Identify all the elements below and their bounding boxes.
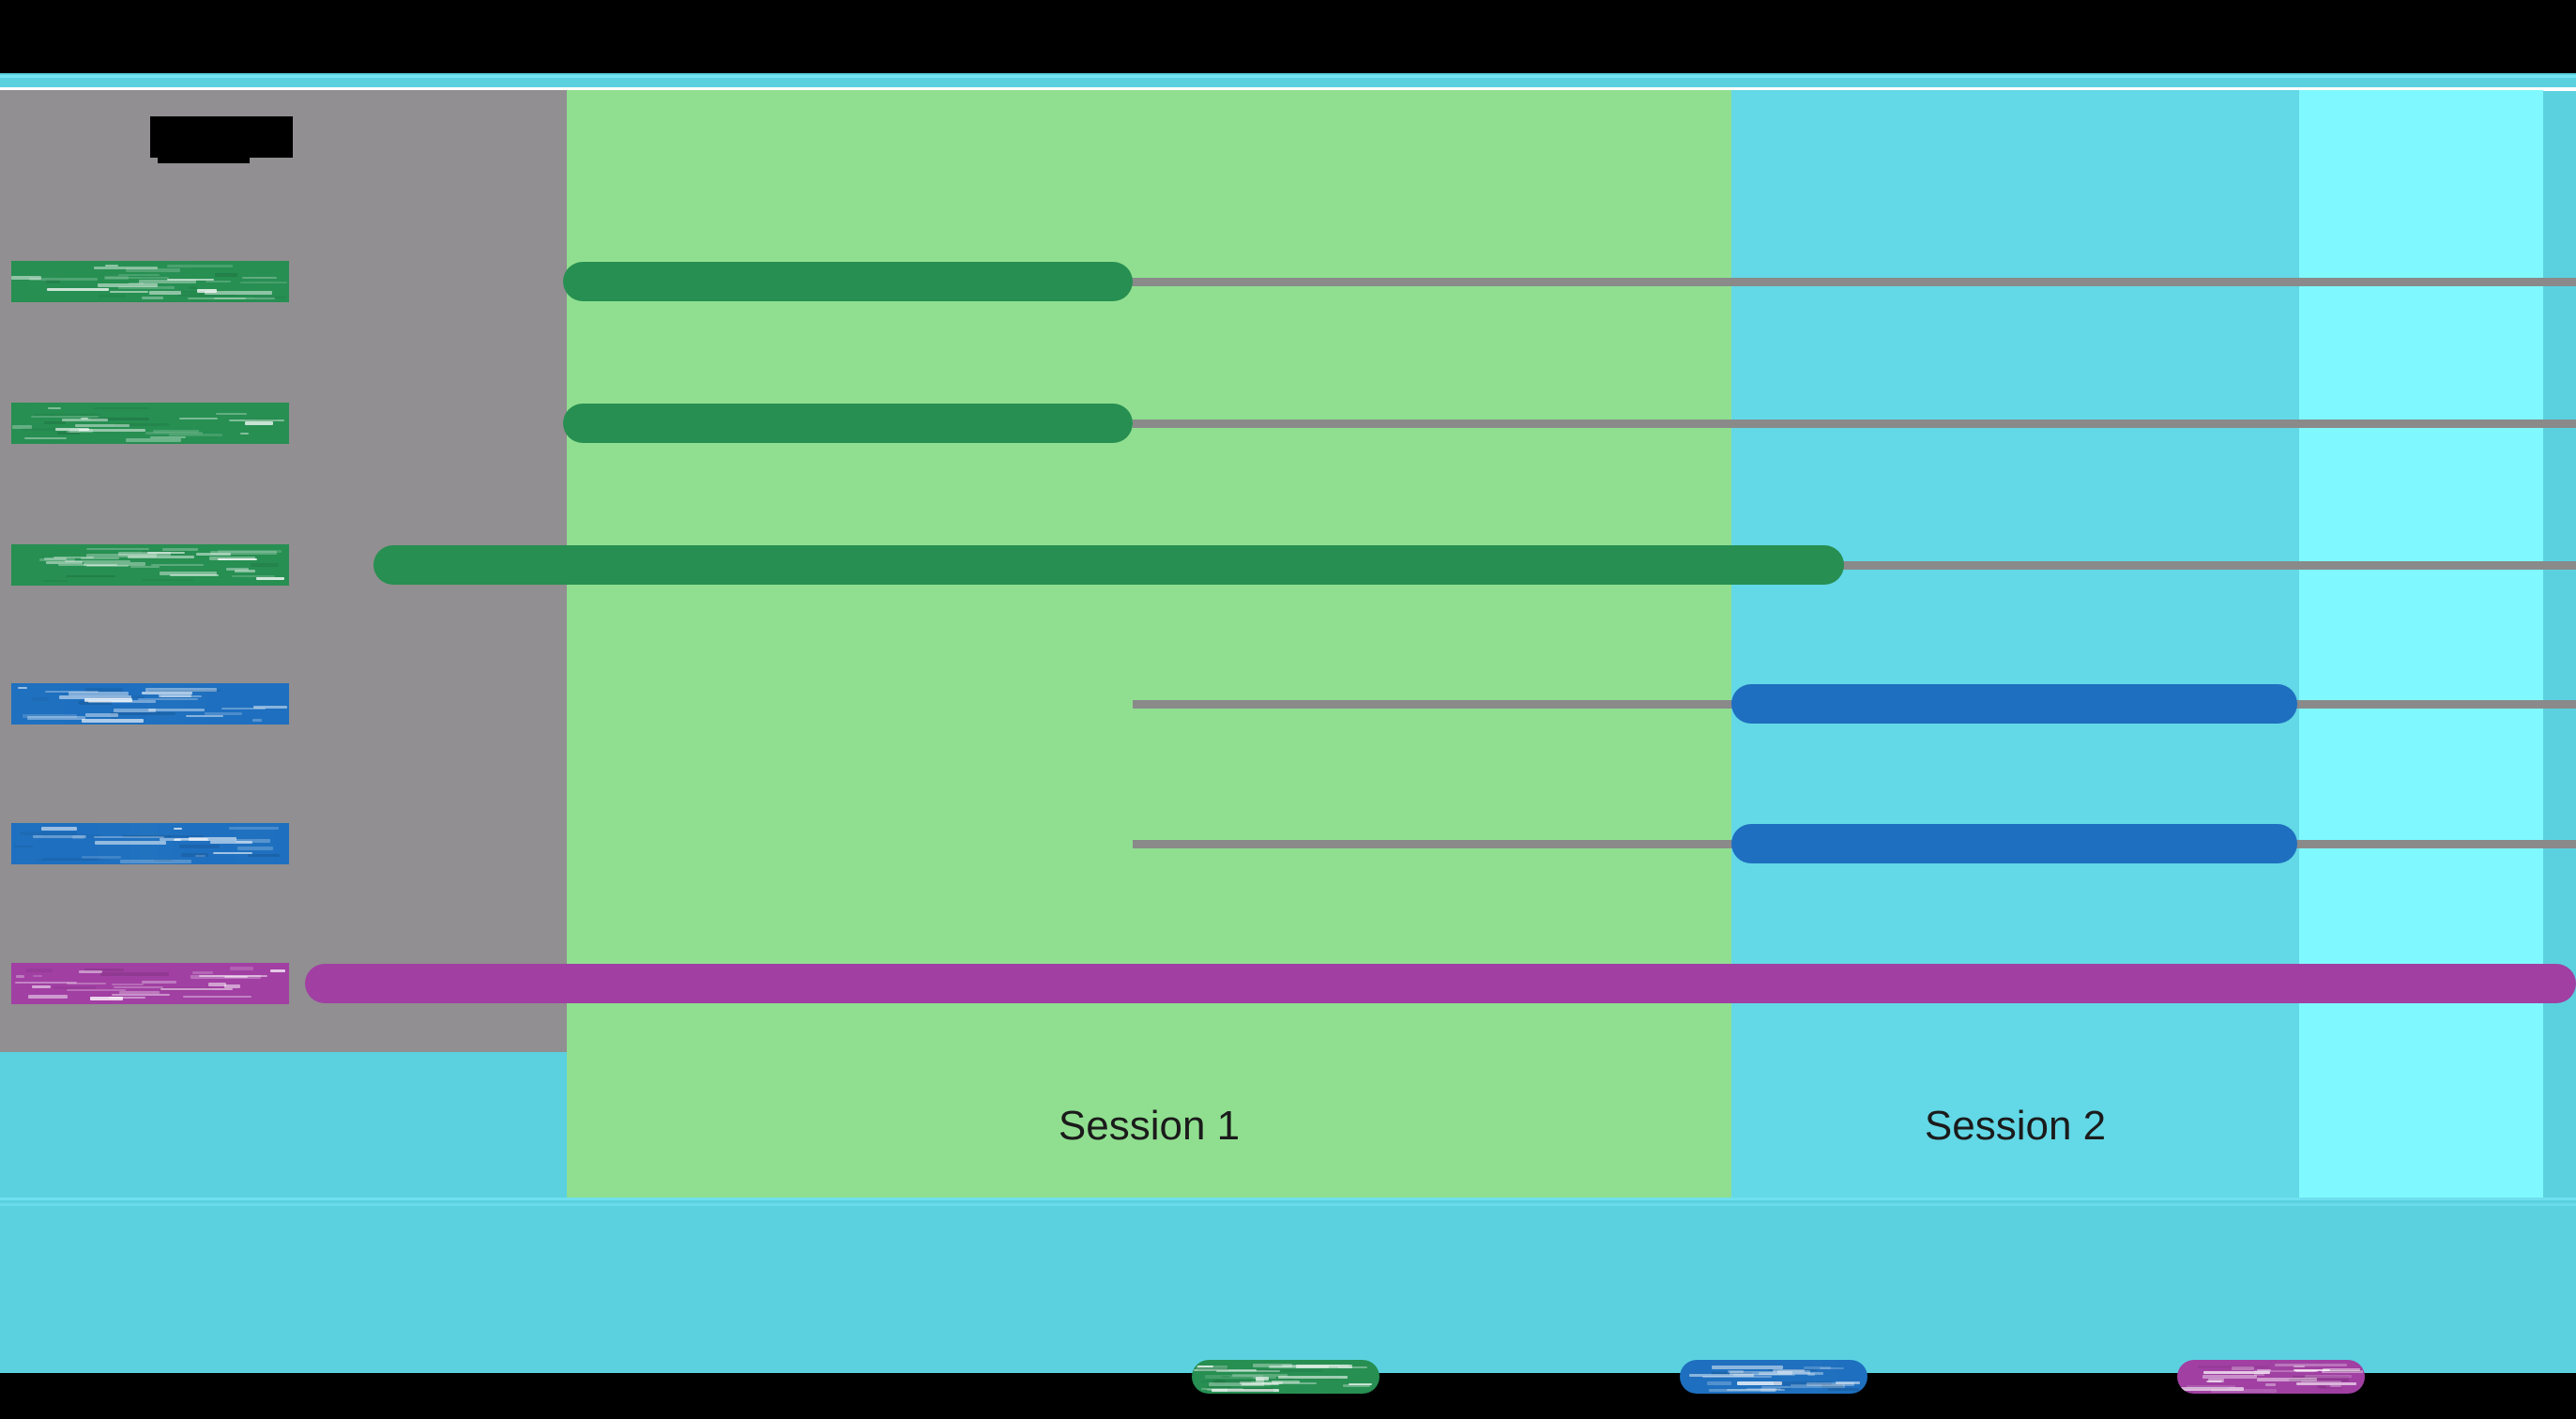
gantt-bar-6[interactable] <box>305 964 2576 1003</box>
row-label-1 <box>11 261 289 302</box>
gantt-bar-5[interactable] <box>1731 824 2297 863</box>
gantt-bar-2[interactable] <box>563 404 1133 443</box>
legend-item-2[interactable] <box>1680 1360 1867 1394</box>
session-band-3 <box>2299 90 2543 1198</box>
panel-top-rule <box>0 87 2576 91</box>
gantt-bar-4[interactable] <box>1731 684 2297 724</box>
legend-item-1[interactable] <box>1192 1360 1379 1394</box>
row-label-4 <box>11 683 289 725</box>
session-band-2 <box>1731 90 2299 1198</box>
session-band-1 <box>567 90 1731 1198</box>
row-label-3 <box>11 544 289 586</box>
figure-hairline-mid <box>0 1198 2576 1200</box>
figure-hairline-top <box>0 75 2576 78</box>
session-1-label: Session 1 <box>1058 1103 1241 1149</box>
legend <box>0 1360 2576 1397</box>
row-connector-3 <box>1133 560 2576 570</box>
figure-hairline-mid2 <box>0 1203 2576 1206</box>
legend-item-3[interactable] <box>2177 1360 2365 1394</box>
gantt-bar-1[interactable] <box>563 262 1133 301</box>
row-connector-2 <box>1133 419 2576 428</box>
row-label-2 <box>11 403 289 444</box>
session-2-label: Session 2 <box>1924 1103 2107 1149</box>
row-connector-1 <box>567 277 2576 286</box>
chart-title-redacted-tail <box>158 150 250 163</box>
gantt-bar-3[interactable] <box>373 545 1844 585</box>
row-label-6 <box>11 963 289 1004</box>
row-label-5 <box>11 823 289 864</box>
